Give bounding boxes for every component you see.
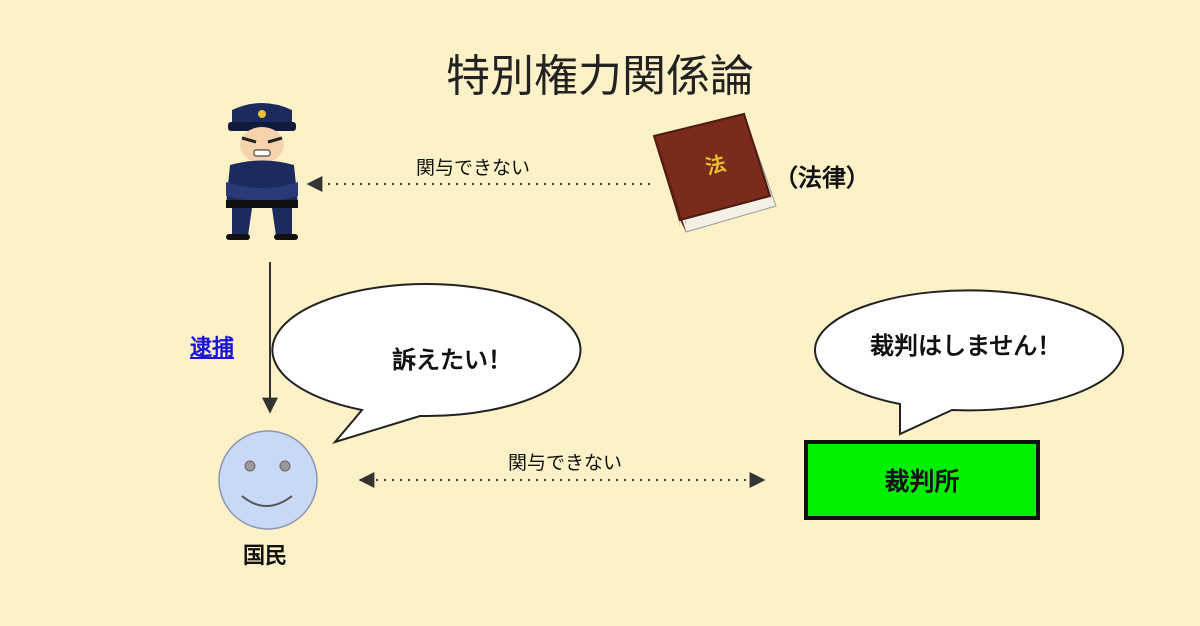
court-box: 裁判所	[804, 440, 1040, 520]
law-book-icon: 法	[652, 112, 777, 233]
citizen-label: 国民	[243, 543, 288, 569]
citizen-speech-bubble	[271, 283, 582, 444]
citizen-face-icon	[218, 430, 318, 530]
citizen-speech-text: 訴えたい！	[392, 345, 512, 374]
citizen-to-court-label: 関与できない	[508, 452, 623, 474]
court-speech-text: 裁判はしません！	[870, 331, 1062, 360]
law-to-police-label: 関与できない	[416, 157, 531, 179]
diagram-title: 特別権力関係論	[446, 51, 754, 102]
court-speech-bubble	[814, 289, 1125, 436]
arrest-link[interactable]: 逮捕	[190, 335, 235, 361]
law-label: （法律）	[774, 163, 870, 192]
court-label: 裁判所	[884, 467, 960, 496]
police-officer-icon	[226, 103, 298, 240]
